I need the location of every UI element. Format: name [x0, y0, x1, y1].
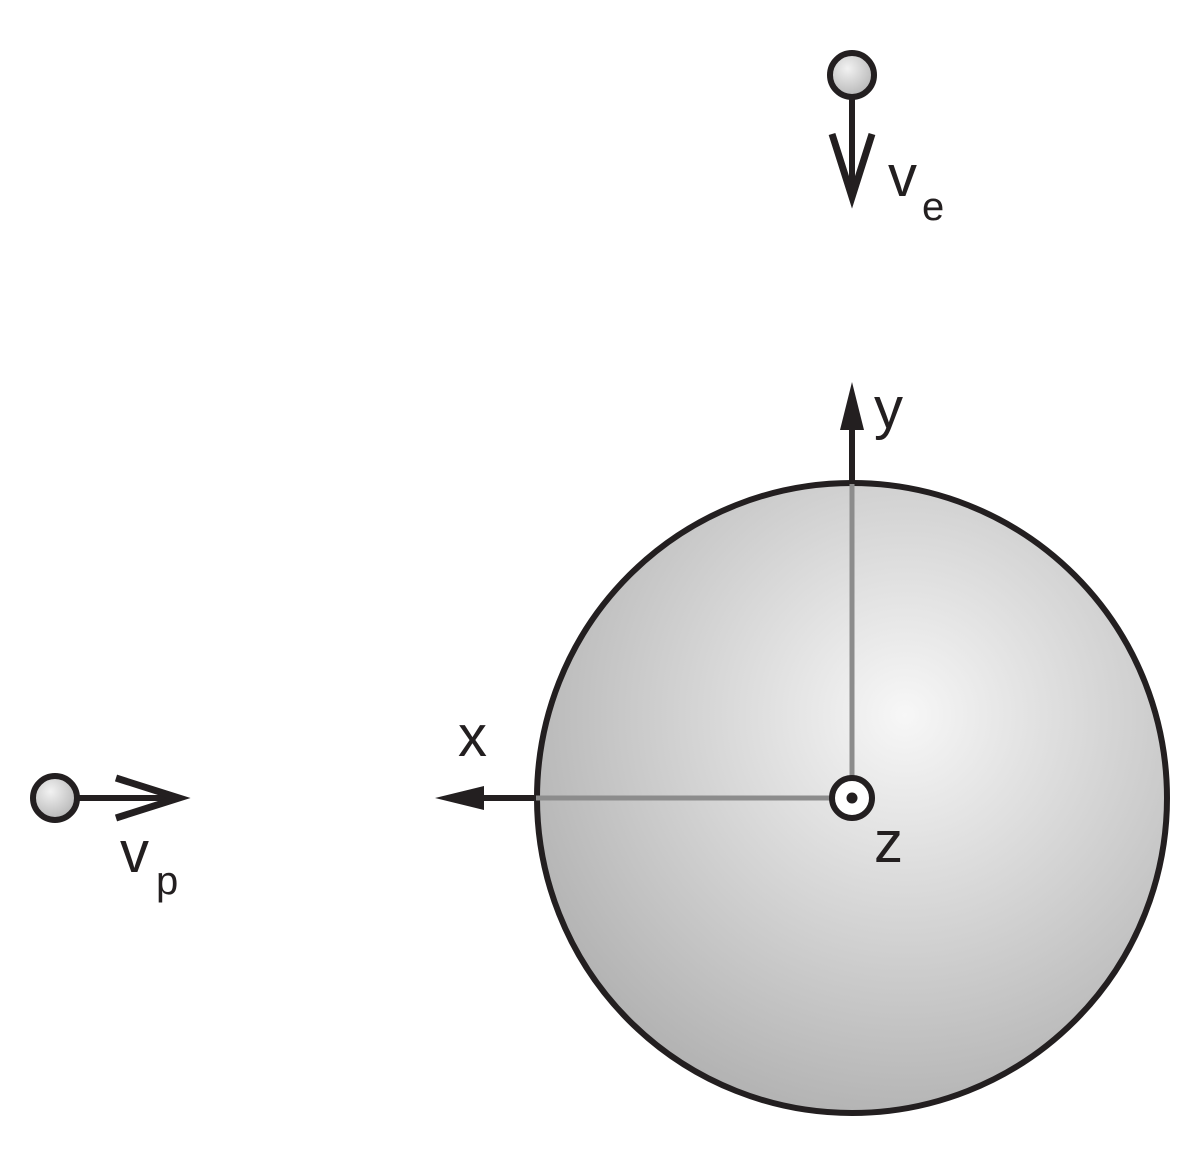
proton-velocity-label: v [120, 820, 149, 885]
electron-velocity-subscript: e [922, 185, 944, 229]
electron-velocity-label: v [888, 144, 917, 209]
x-axis-arrowhead [435, 786, 484, 810]
y-axis-label: y [874, 376, 903, 441]
proton-particle [30, 773, 191, 823]
electron-velocity-arrowhead [828, 132, 876, 209]
dot-in-circle-icon [829, 775, 875, 821]
proton-velocity-subscript: p [156, 859, 178, 903]
x-axis-label: x [458, 704, 487, 769]
z-axis-label: z [874, 810, 903, 875]
z-axis-dot [846, 792, 858, 804]
sphere-particle-icon [827, 50, 877, 100]
sphere-particle-icon [30, 773, 80, 823]
y-axis-arrowhead [840, 382, 864, 430]
proton-velocity-arrowhead [114, 774, 191, 822]
electron-particle [827, 50, 877, 209]
